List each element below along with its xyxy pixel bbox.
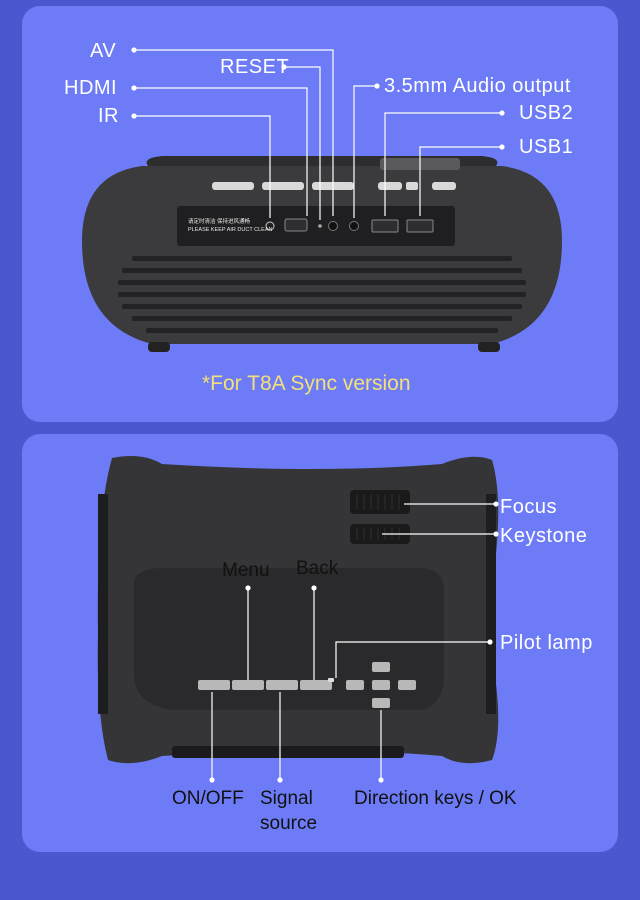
label-back: Back [296, 558, 339, 579]
usb2-port [371, 219, 399, 233]
version-note: *For T8A Sync version [202, 372, 411, 395]
sticker-text-cn: 请定时清洁 保持进风通畅 [188, 219, 251, 225]
label-direction-keys: Direction keys / OK [354, 788, 517, 809]
audio-port [349, 221, 359, 231]
label-usb1: USB1 [519, 136, 574, 158]
label-audio-output: 3.5mm Audio output [384, 75, 571, 97]
reset-hole [318, 224, 322, 228]
label-menu: Menu [222, 560, 270, 581]
label-usb2: USB2 [519, 102, 574, 124]
callout-lines [134, 49, 502, 220]
top-view-panel: Focus Keystone Menu Back Pilot lamp ON/O… [22, 434, 618, 852]
on-off-button [198, 680, 230, 690]
label-on-off: ON/OFF [172, 788, 244, 809]
label-reset: RESET [220, 56, 290, 78]
top-button [432, 182, 456, 190]
callout-lines-bottom [211, 503, 496, 780]
label-source: source [260, 813, 318, 834]
right-key [398, 680, 416, 690]
rear-view-panel: 请定时清洁 保持进风通畅 PLEASE KEEP AIR DUCT CLEAN … [22, 6, 618, 422]
hdmi-port [284, 218, 308, 232]
down-key [372, 698, 390, 708]
vent-grille [118, 256, 526, 333]
top-button [262, 182, 304, 190]
menu-button [232, 680, 264, 690]
label-ir: IR [98, 105, 119, 127]
label-hdmi: HDMI [64, 77, 118, 99]
callout-dots-bottom [209, 501, 499, 783]
label-focus: Focus [500, 496, 557, 518]
signal-source-button [266, 680, 298, 690]
sticker-text-en: PLEASE KEEP AIR DUCT CLEAN [188, 227, 273, 233]
projector-top-illustration [97, 456, 499, 783]
label-av: AV [90, 40, 117, 62]
usb1-port [406, 219, 434, 233]
up-key [372, 662, 390, 672]
ir-sensor [265, 221, 275, 231]
label-pilot-lamp: Pilot lamp [500, 632, 593, 654]
ok-key [372, 680, 390, 690]
callout-dots [131, 47, 505, 150]
left-key [346, 680, 364, 690]
control-panel [134, 568, 444, 710]
top-button [378, 182, 402, 190]
label-signal: Signal [260, 788, 313, 809]
keystone-wheel [350, 524, 410, 544]
label-keystone: Keystone [500, 525, 588, 547]
back-button [300, 680, 332, 690]
pilot-lamp [328, 678, 334, 682]
focus-wheel [350, 490, 410, 514]
top-button [212, 182, 254, 190]
projector-rear-illustration [82, 47, 562, 352]
av-port [328, 221, 338, 231]
